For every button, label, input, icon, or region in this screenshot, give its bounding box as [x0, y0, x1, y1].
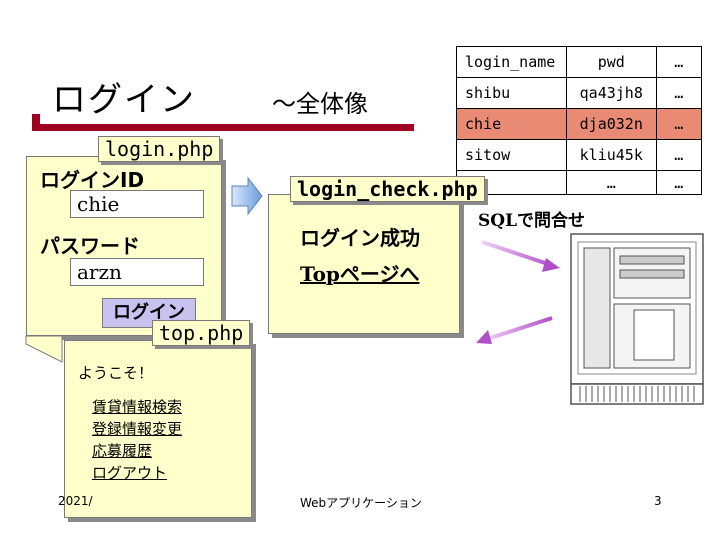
- login-success-text: ログイン成功: [300, 226, 420, 250]
- welcome-text: ようこそ！: [78, 364, 154, 382]
- login-id-field[interactable]: chie: [70, 190, 204, 218]
- title-accent-mark: [32, 114, 40, 126]
- table-cell: …: [655, 108, 703, 140]
- password-field[interactable]: arzn: [70, 258, 204, 286]
- slide-subtitle: ～全体像: [272, 90, 368, 118]
- table-row: sitow kliu45k …: [456, 139, 703, 171]
- sql-request-arrow-icon: [481, 240, 560, 272]
- login-check-page-sheet: [268, 194, 460, 334]
- table-header-cell: …: [655, 46, 703, 78]
- table-header-cell: login_name: [456, 46, 567, 78]
- page-number: 3: [654, 494, 662, 508]
- top-page-sheet: [64, 340, 252, 518]
- menu-link-rental-search[interactable]: 賃貸情報検索: [92, 398, 183, 416]
- table-cell: chie: [456, 108, 567, 140]
- top-page-link[interactable]: Topページへ: [300, 262, 420, 286]
- login-php-label: login.php: [98, 136, 221, 162]
- footer-date: 2021/: [58, 494, 93, 508]
- title-underline-bar: [32, 124, 414, 131]
- password-label: パスワード: [40, 234, 140, 258]
- table-cell: …: [655, 170, 703, 195]
- flow-arrow-icon: [231, 176, 263, 216]
- table-cell: …: [655, 77, 703, 109]
- menu-link-application-history[interactable]: 応募履歴: [92, 442, 153, 460]
- top-php-label: top.php: [152, 320, 251, 346]
- table-cell: sitow: [456, 139, 567, 171]
- table-cell: dja032n: [565, 108, 657, 140]
- login-table: login_name pwd … shibu qa43jh8 … chie dj…: [456, 46, 703, 195]
- sql-query-label: SQLで問合せ: [478, 211, 586, 231]
- menu-link-edit-profile[interactable]: 登録情報変更: [92, 420, 183, 438]
- sql-response-arrow-icon: [476, 316, 553, 344]
- table-row-highlighted: chie dja032n …: [456, 108, 703, 140]
- login-check-php-label: login_check.php: [290, 176, 485, 202]
- login-sheet-fold: [25, 335, 63, 363]
- table-cell: …: [655, 139, 703, 171]
- table-cell: shibu: [456, 77, 567, 109]
- menu-link-logout[interactable]: ログアウト: [92, 464, 168, 482]
- slide-title: ログイン: [52, 80, 196, 120]
- login-id-label: ログインID: [40, 168, 145, 192]
- footer-title: Webアプリケーション: [300, 496, 422, 510]
- server-icon: [570, 233, 704, 405]
